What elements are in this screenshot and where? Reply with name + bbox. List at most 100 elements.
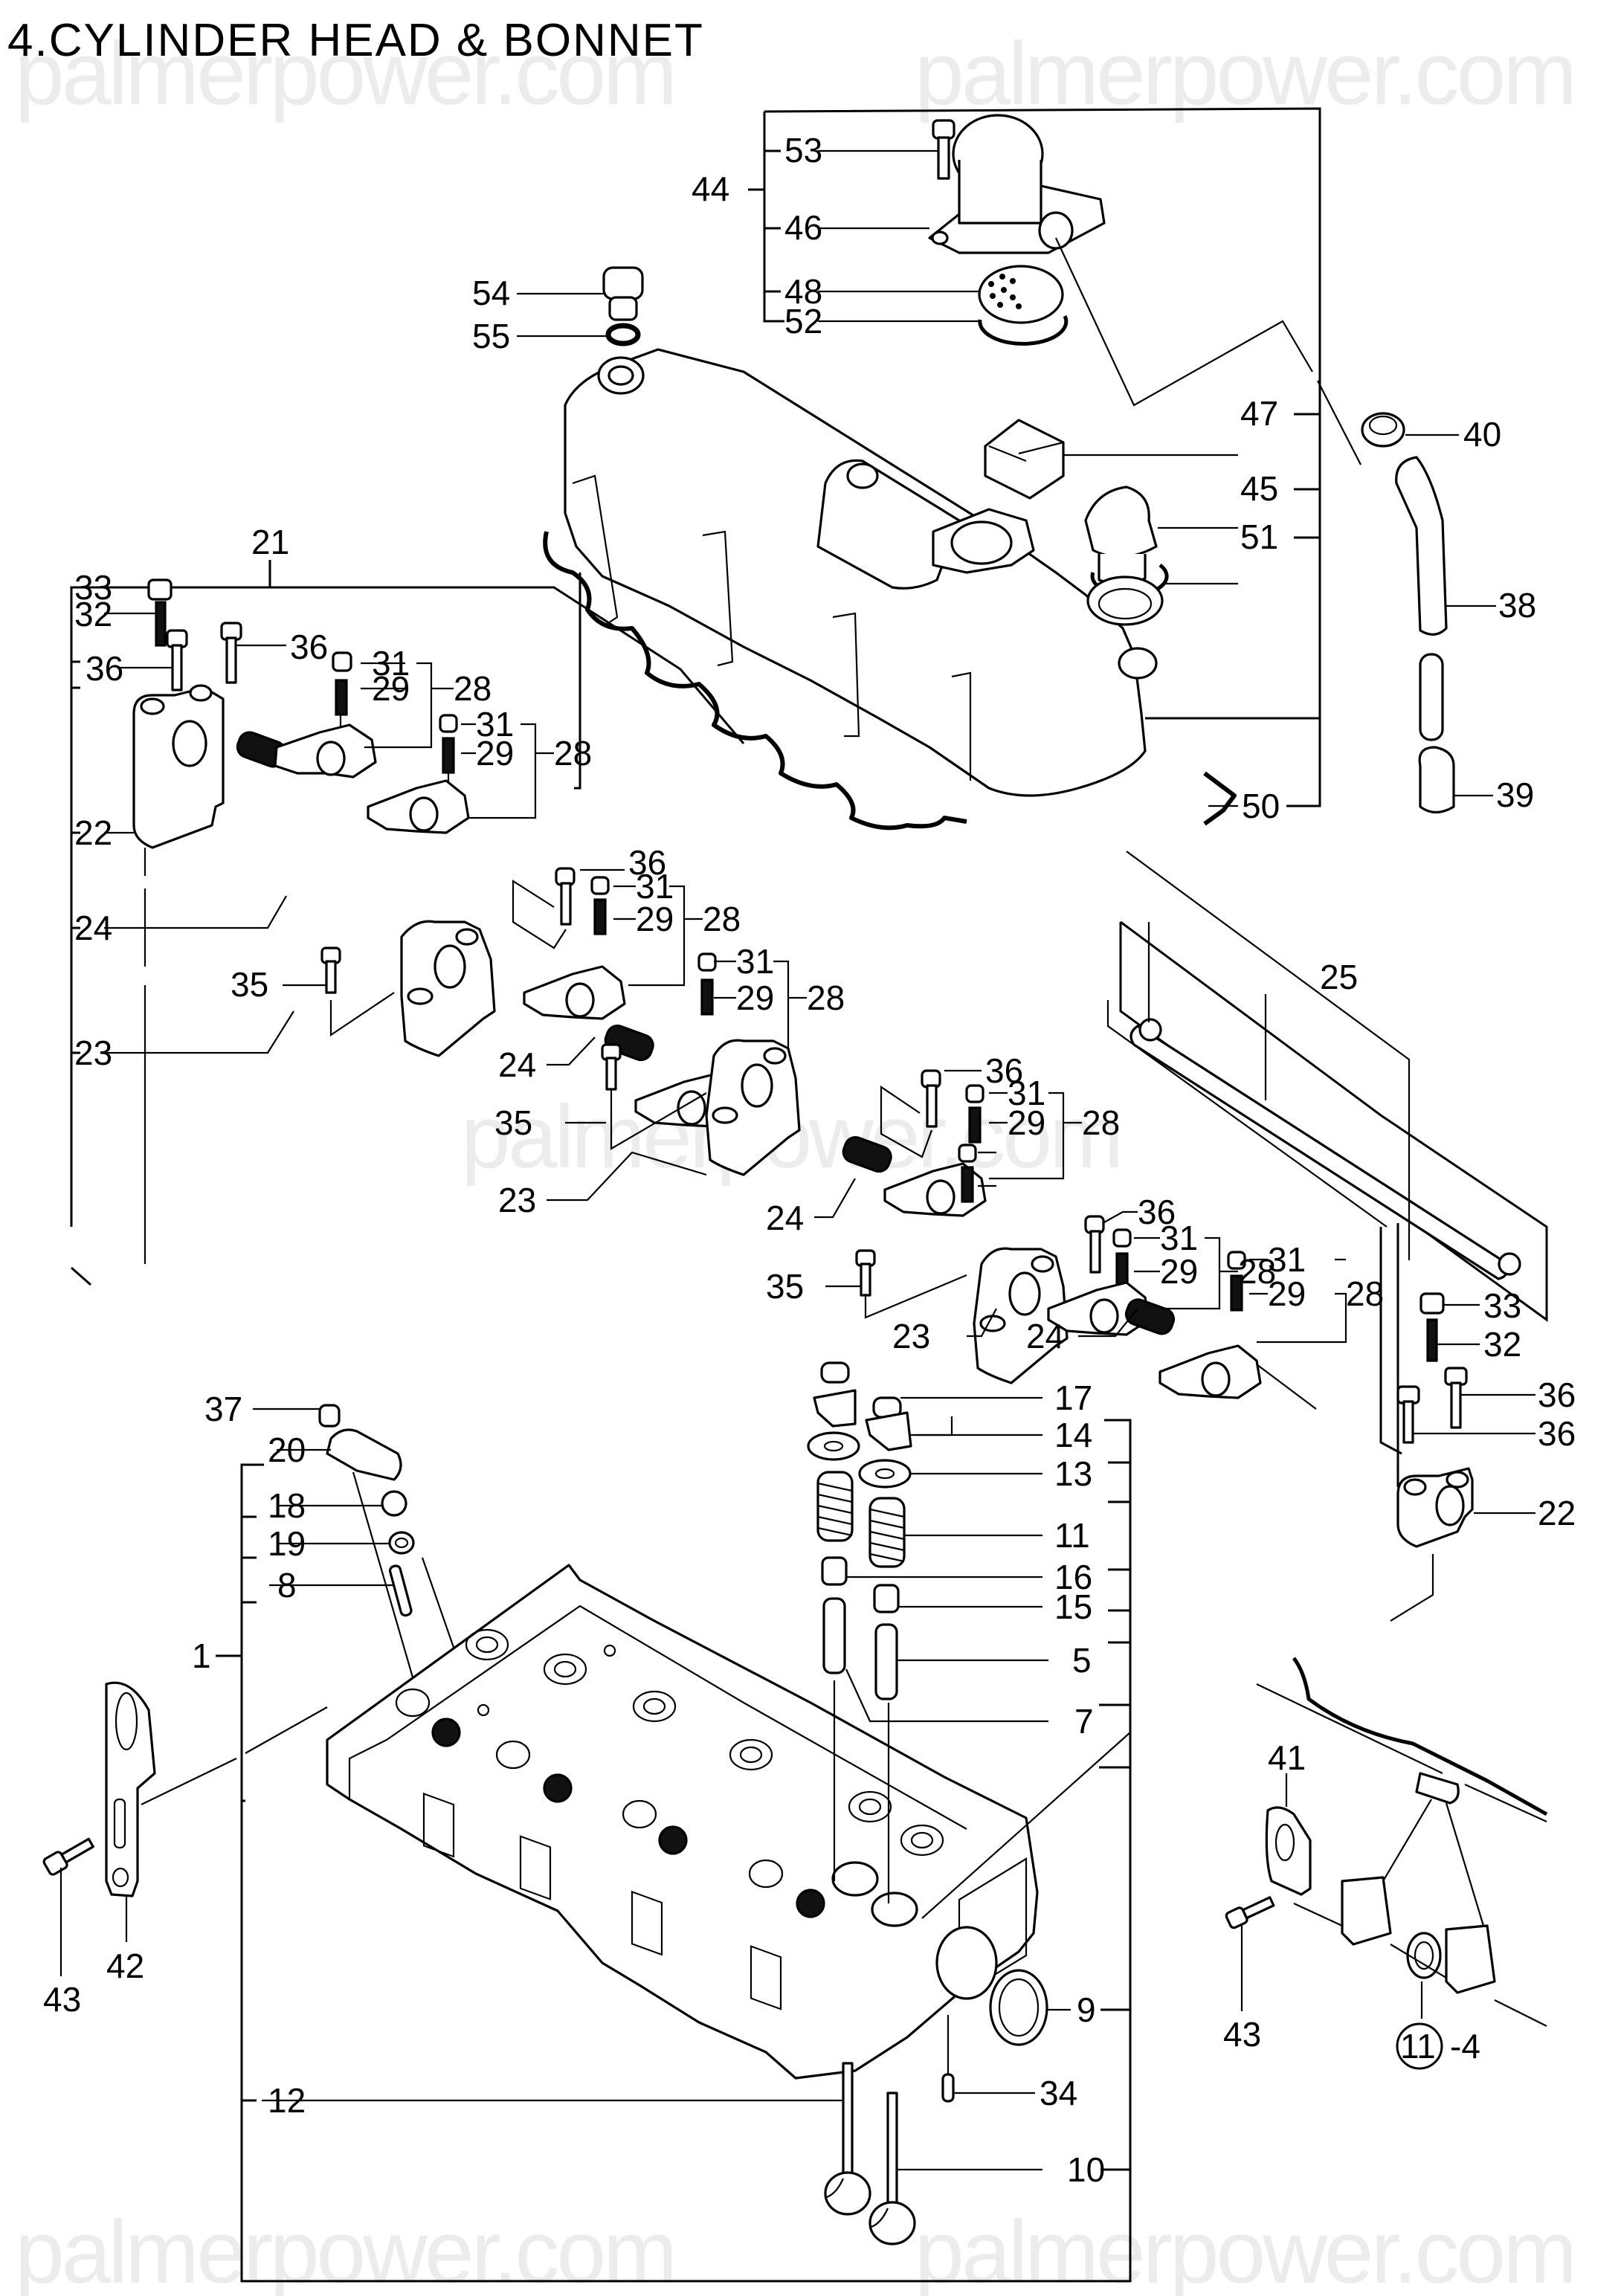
callout-18: 18 — [268, 1486, 306, 1525]
callout-24-b: 24 — [498, 1045, 536, 1084]
cylinder-head-group — [42, 1361, 1132, 2283]
callout-42: 42 — [106, 1947, 144, 1985]
callout-28-g: 28 — [1346, 1274, 1384, 1313]
callout-53: 53 — [784, 131, 822, 170]
callout-29-d: 29 — [736, 978, 774, 1017]
callout-54: 54 — [472, 274, 510, 312]
callout-47: 47 — [1240, 394, 1278, 433]
callout-24-c: 24 — [766, 1199, 804, 1237]
callout-22-left: 22 — [74, 813, 112, 852]
rocker-arm-3a — [814, 1069, 1082, 1219]
callout-9: 9 — [1077, 1990, 1096, 2029]
callout-33-left: 33 — [74, 568, 112, 607]
bonnet-group — [517, 107, 1361, 831]
callout-1: 1 — [192, 1636, 211, 1675]
intake-valve — [824, 2062, 871, 2216]
callout-50: 50 — [1242, 787, 1280, 825]
callout-36-left-a: 36 — [86, 649, 123, 688]
callout-24-a: 24 — [74, 909, 112, 947]
callout-36-right-b: 36 — [1538, 1414, 1576, 1453]
rocker-arm-4a — [1047, 1210, 1238, 1336]
callout-31-g: 31 — [1268, 1240, 1306, 1279]
callout-36-d: 36 — [1138, 1193, 1176, 1231]
callout-19: 19 — [268, 1524, 306, 1563]
callout-39: 39 — [1496, 775, 1534, 814]
rocker-support-3 — [825, 1247, 1069, 1384]
callout-45: 45 — [1240, 469, 1278, 508]
callout-29-c: 29 — [636, 900, 674, 938]
callout-31-e: 31 — [1008, 1074, 1045, 1112]
callout-20: 20 — [268, 1431, 306, 1469]
callout-labels: 53 44 46 48 52 54 55 47 45 51 50 40 38 3… — [43, 131, 1576, 2189]
callout-ref-suffix: -4 — [1450, 2027, 1480, 2066]
callout-38: 38 — [1498, 586, 1536, 625]
callout-29-e: 29 — [1008, 1103, 1045, 1142]
callout-31-a: 31 — [372, 644, 410, 683]
page-title: 4.CYLINDER HEAD & BONNET — [7, 15, 704, 66]
callout-48: 48 — [784, 272, 822, 311]
callout-51: 51 — [1240, 517, 1278, 556]
callout-33-right: 33 — [1483, 1286, 1521, 1325]
callout-29-f: 29 — [1160, 1252, 1198, 1291]
callout-29-b: 29 — [476, 734, 514, 773]
callout-43-right: 43 — [1223, 2015, 1261, 2054]
callout-ref-circle: 11 — [1400, 2027, 1436, 2066]
callout-31-b: 31 — [476, 705, 514, 744]
exhaust-valve — [868, 2092, 916, 2245]
callout-17: 17 — [1054, 1378, 1092, 1417]
hose-group — [1361, 412, 1496, 814]
rocker-arm-1b — [367, 714, 554, 834]
rocker-arm-4b — [1078, 1251, 1347, 1410]
callout-35-c: 35 — [766, 1267, 804, 1306]
callout-36-right-a: 36 — [1538, 1376, 1576, 1414]
callout-11: 11 — [1054, 1516, 1090, 1555]
callout-32-right: 32 — [1483, 1325, 1521, 1364]
watermark-top-right: palmerpower.com — [915, 24, 1574, 123]
callout-28-b: 28 — [554, 734, 592, 773]
callout-15: 15 — [1054, 1587, 1092, 1626]
rocker-shaft — [1106, 851, 1548, 1322]
callout-31-c: 31 — [636, 867, 674, 906]
callout-35-b: 35 — [494, 1103, 532, 1142]
callout-23-b: 23 — [498, 1181, 536, 1219]
right-support-group — [1379, 1223, 1535, 1622]
callout-28-d: 28 — [807, 978, 845, 1017]
callout-25: 25 — [1320, 958, 1358, 996]
callout-29-a: 29 — [372, 669, 410, 708]
callout-55: 55 — [472, 317, 510, 355]
callout-36-c: 36 — [985, 1051, 1023, 1090]
watermark-top-left: palmerpower.com — [15, 24, 674, 123]
callout-8: 8 — [277, 1566, 297, 1605]
callout-46: 46 — [784, 208, 822, 247]
manifold-gasket-group — [1225, 1657, 1548, 2070]
callout-44: 44 — [692, 170, 729, 208]
callout-13: 13 — [1054, 1454, 1092, 1493]
rocker-arm-3b — [958, 1144, 996, 1203]
callout-40: 40 — [1463, 415, 1501, 454]
callout-7: 7 — [1074, 1702, 1094, 1741]
callout-32-left: 32 — [74, 595, 112, 633]
callout-43-left: 43 — [43, 1980, 81, 2019]
callout-36-b: 36 — [628, 843, 666, 882]
callout-22-right: 22 — [1538, 1494, 1576, 1532]
callout-10: 10 — [1067, 2150, 1105, 2189]
callout-28-c: 28 — [703, 900, 741, 938]
valve-train — [807, 1361, 1131, 1919]
callout-28-f: 28 — [1238, 1252, 1276, 1291]
callout-5: 5 — [1072, 1641, 1092, 1680]
rocker-group — [70, 560, 1548, 1622]
rocker-arm-2a — [512, 867, 703, 1066]
callout-28-e: 28 — [1082, 1103, 1120, 1142]
callout-21: 21 — [251, 523, 289, 561]
callout-31-f: 31 — [1160, 1219, 1198, 1257]
callout-34: 34 — [1040, 2074, 1077, 2112]
callout-41: 41 — [1268, 1738, 1306, 1777]
callout-23-c: 23 — [892, 1317, 930, 1355]
callout-24-d: 24 — [1026, 1317, 1064, 1355]
callout-12: 12 — [268, 2081, 306, 2120]
callout-35-a: 35 — [231, 965, 268, 1004]
callout-16: 16 — [1054, 1558, 1092, 1596]
callout-52: 52 — [784, 302, 822, 341]
callout-36-left-b: 36 — [290, 628, 328, 666]
